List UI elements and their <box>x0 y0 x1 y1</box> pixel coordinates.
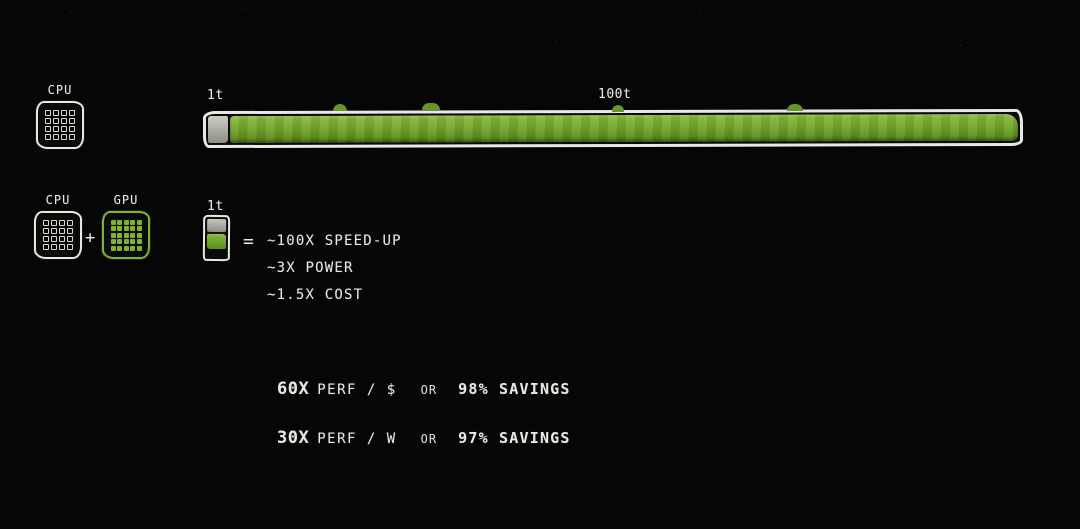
conjunction-label: OR <box>420 432 438 446</box>
multiplier-value: 60X <box>277 379 310 399</box>
cpu-chip-icon <box>34 211 82 259</box>
gpu-chip-grid <box>110 219 142 251</box>
gpu-label: GPU <box>113 193 139 207</box>
bar-texture-tuft <box>333 104 347 111</box>
bar-scale-tick: 100t <box>598 87 632 102</box>
cpu-chip-grid <box>45 110 75 140</box>
stat-speedup: ~100X SPEED-UP <box>267 233 402 249</box>
cpu-chip-icon <box>36 101 84 149</box>
cpu-time-bar-green-segment <box>229 113 1019 144</box>
comparison-stats: ~100X SPEED-UP ~3X POWER ~1.5X COST <box>267 228 402 309</box>
cpu-label: CPU <box>47 83 73 97</box>
savings-summary: 60X PERF / $ OR 98% SAVINGS 30X PERF / W… <box>277 379 571 448</box>
savings-value: 97% SAVINGS <box>458 429 571 447</box>
metric-label: PERF / $ <box>317 382 397 398</box>
plus-sign: + <box>85 228 96 248</box>
gpu-time-bar-green-segment <box>206 233 227 250</box>
small-bar-tick: 1t <box>207 199 224 214</box>
cpu-time-bar-1t-segment <box>207 116 229 144</box>
stat-cost: ~1.5X COST <box>267 287 364 303</box>
conjunction-label: OR <box>420 383 438 397</box>
bar-start-tick: 1t <box>207 88 224 103</box>
bar-texture-tuft <box>422 103 440 110</box>
cpu-label: CPU <box>45 193 71 207</box>
cpu-gpu-block-gpu: GPU <box>102 193 150 259</box>
cpu-gpu-block-cpu: CPU <box>34 193 82 259</box>
stat-power: ~3X POWER <box>267 260 354 276</box>
gpu-time-bar-gray-segment <box>207 218 227 233</box>
background-specks <box>0 0 1 1</box>
gpu-chip-icon <box>102 211 150 259</box>
perf-per-dollar-row: 60X PERF / $ OR 98% SAVINGS <box>277 379 571 399</box>
metric-label: PERF / W <box>317 431 397 447</box>
savings-value: 98% SAVINGS <box>458 380 571 398</box>
perf-per-watt-row: 30X PERF / W OR 97% SAVINGS <box>277 428 571 448</box>
bar-texture-tuft <box>787 104 803 111</box>
multiplier-value: 30X <box>277 428 310 448</box>
gpu-time-bar <box>202 214 231 262</box>
cpu-only-block: CPU <box>36 83 84 149</box>
cpu-time-bar <box>202 108 1024 149</box>
cpu-chip-grid <box>43 220 73 250</box>
equals-sign: = <box>243 231 254 252</box>
bar-texture-tuft <box>612 105 624 112</box>
